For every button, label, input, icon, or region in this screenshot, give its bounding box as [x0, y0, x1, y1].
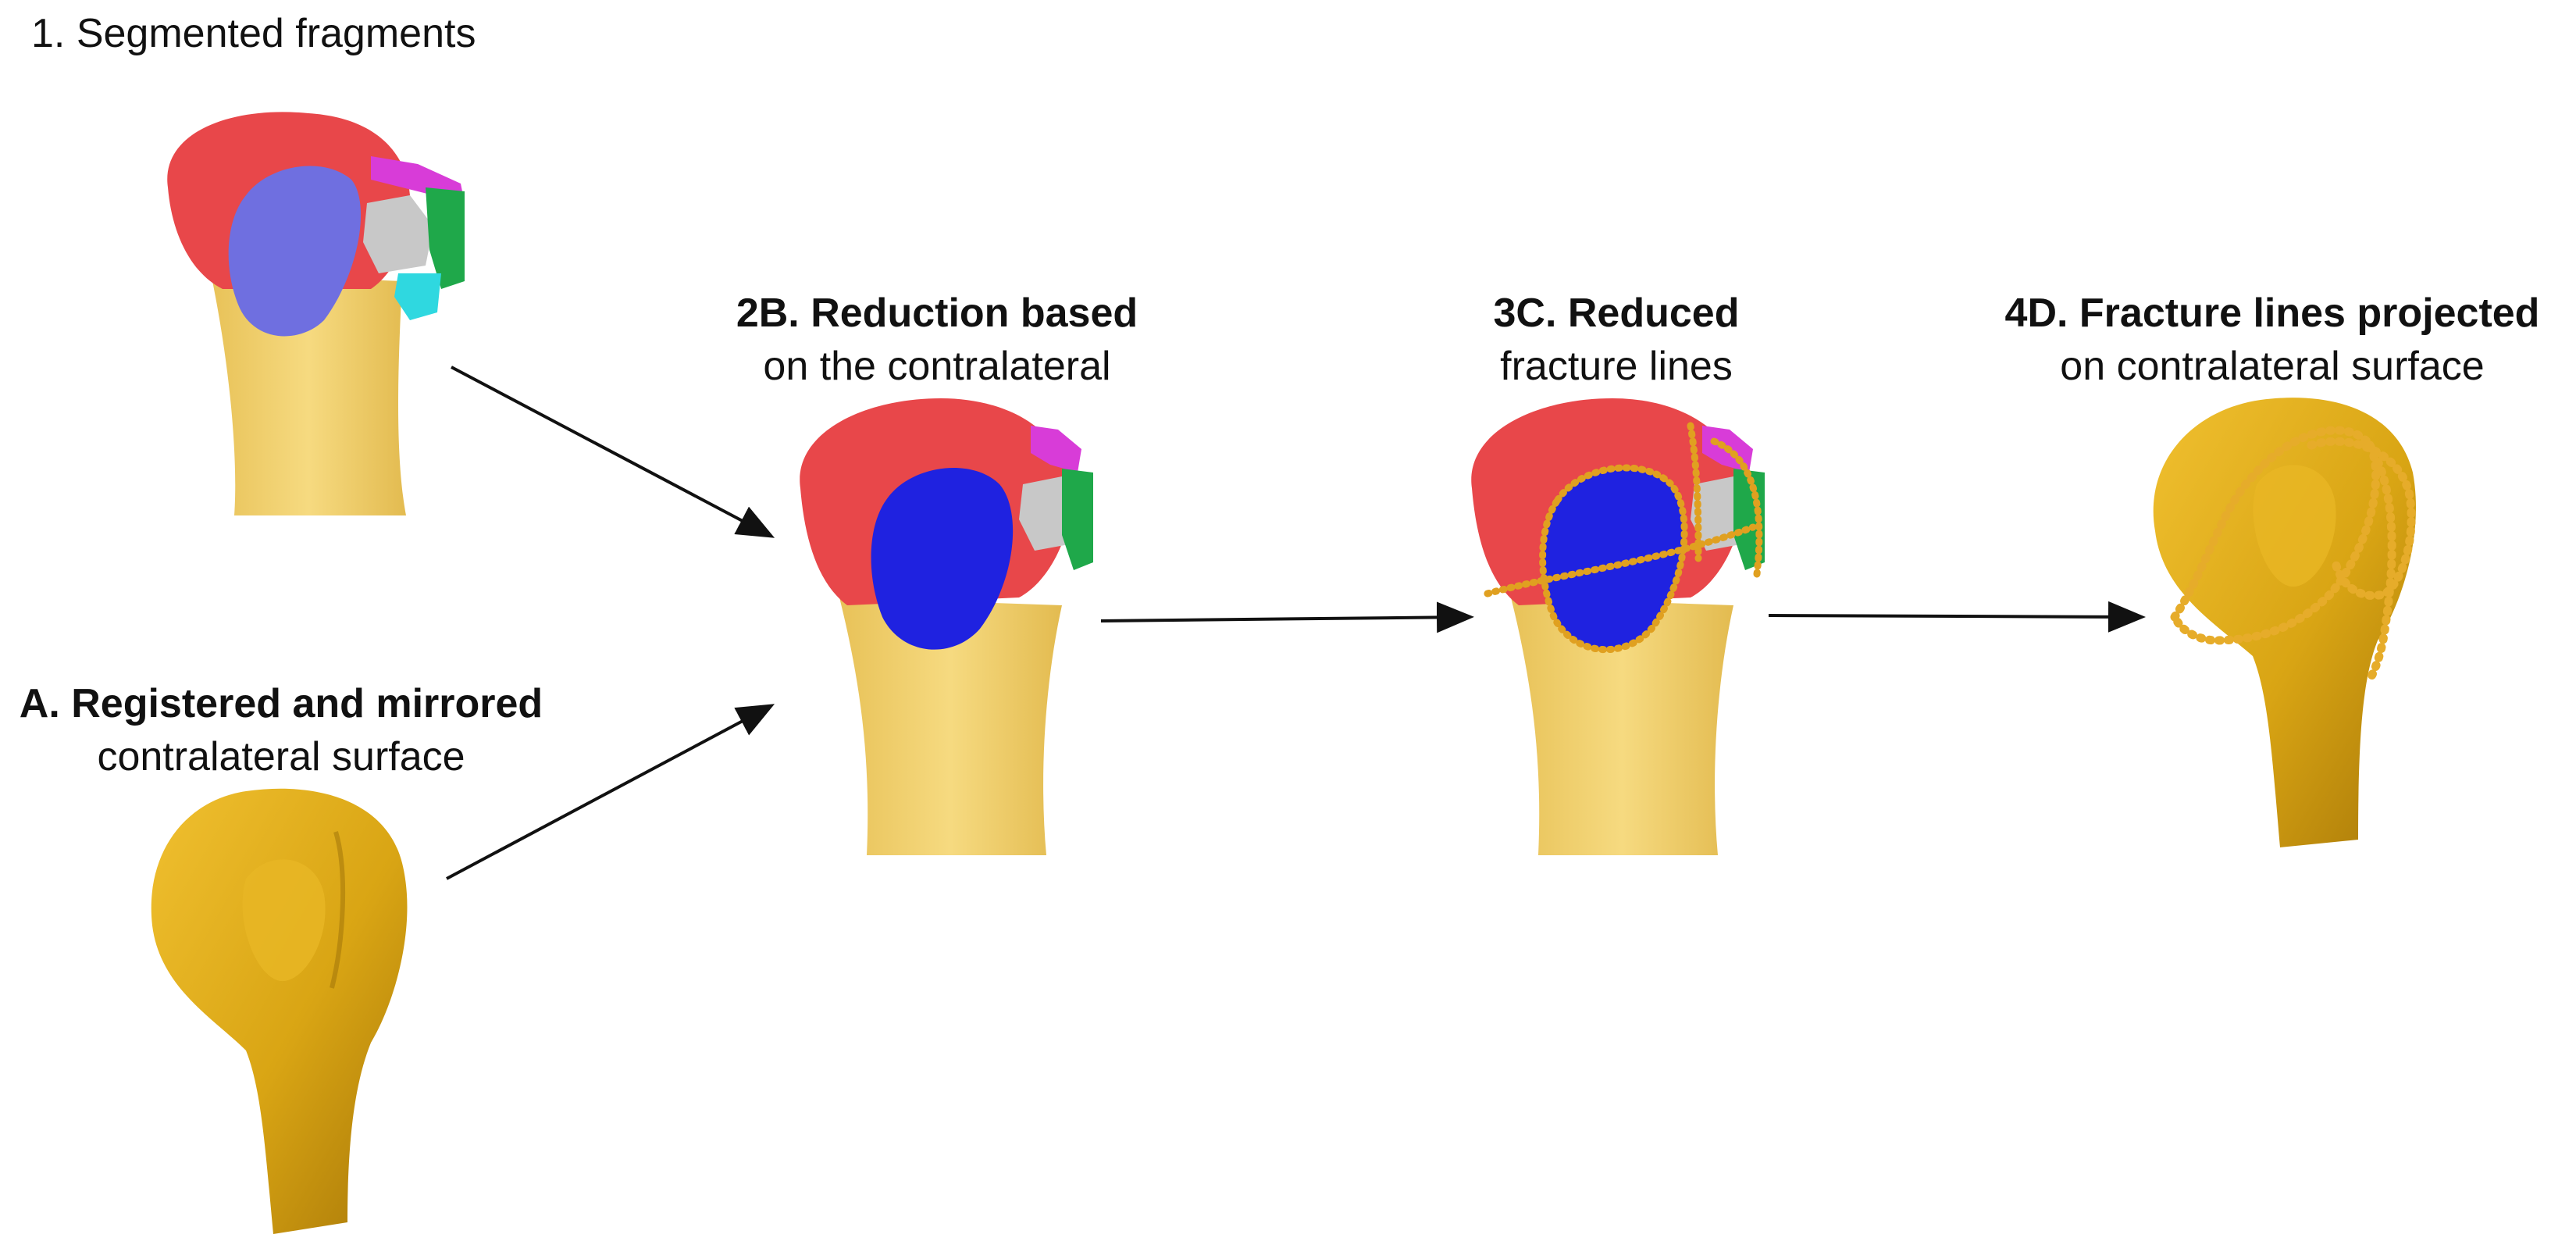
- humerus-fragments-icon: [167, 112, 465, 515]
- label-step-2b: 2B. Reduction based on the contralateral: [687, 287, 1187, 393]
- arrow-3c-to-4d: [1768, 601, 2146, 633]
- label-step-2b-line1: 2B. Reduction based: [687, 287, 1187, 341]
- label-step-4d-line2: on contralateral surface: [2060, 343, 2485, 389]
- label-step-2b-prefix: 2B.: [736, 291, 800, 336]
- label-step-1-prefix: 1.: [31, 11, 66, 56]
- label-step-a: A. Registered and mirrored contralateral…: [0, 678, 562, 783]
- label-step-1: 1. Segmented fragments: [31, 8, 476, 61]
- label-step-a-line2: contralateral surface: [97, 733, 465, 779]
- label-step-3c-line1: 3C. Reduced: [1398, 287, 1835, 341]
- label-step-a-line1: A. Registered and mirrored: [0, 678, 562, 731]
- label-step-a-prefix: A.: [19, 681, 60, 726]
- humerus-projected-icon: [2153, 398, 2416, 847]
- label-step-3c: 3C. Reduced fracture lines: [1398, 287, 1835, 393]
- humerus-gold-icon: [151, 788, 408, 1234]
- humerus-reduced-icon: [800, 398, 1093, 855]
- label-step-4d-prefix: 4D.: [2004, 291, 2068, 336]
- label-step-4d-line1: 4D. Fracture lines projected: [1968, 287, 2576, 341]
- label-step-3c-line1-text: Reduced: [1567, 291, 1740, 336]
- label-step-3c-line2: fracture lines: [1500, 343, 1733, 389]
- label-step-a-line1-text: Registered and mirrored: [71, 681, 543, 726]
- arrow-1-to-2b: [451, 366, 775, 538]
- arrow-a-to-2b: [446, 704, 775, 880]
- label-step-3c-prefix: 3C.: [1493, 291, 1557, 336]
- label-step-1-text: Segmented fragments: [76, 11, 476, 56]
- humerus-lines-icon: [1471, 398, 1765, 855]
- label-step-2b-line2: on the contralateral: [763, 343, 1111, 389]
- label-step-4d-line1-text: Fracture lines projected: [2079, 291, 2540, 336]
- arrow-2b-to-3c: [1100, 601, 1474, 633]
- label-step-4d: 4D. Fracture lines projected on contrala…: [1968, 287, 2576, 393]
- label-step-2b-line1-text: Reduction based: [811, 291, 1138, 336]
